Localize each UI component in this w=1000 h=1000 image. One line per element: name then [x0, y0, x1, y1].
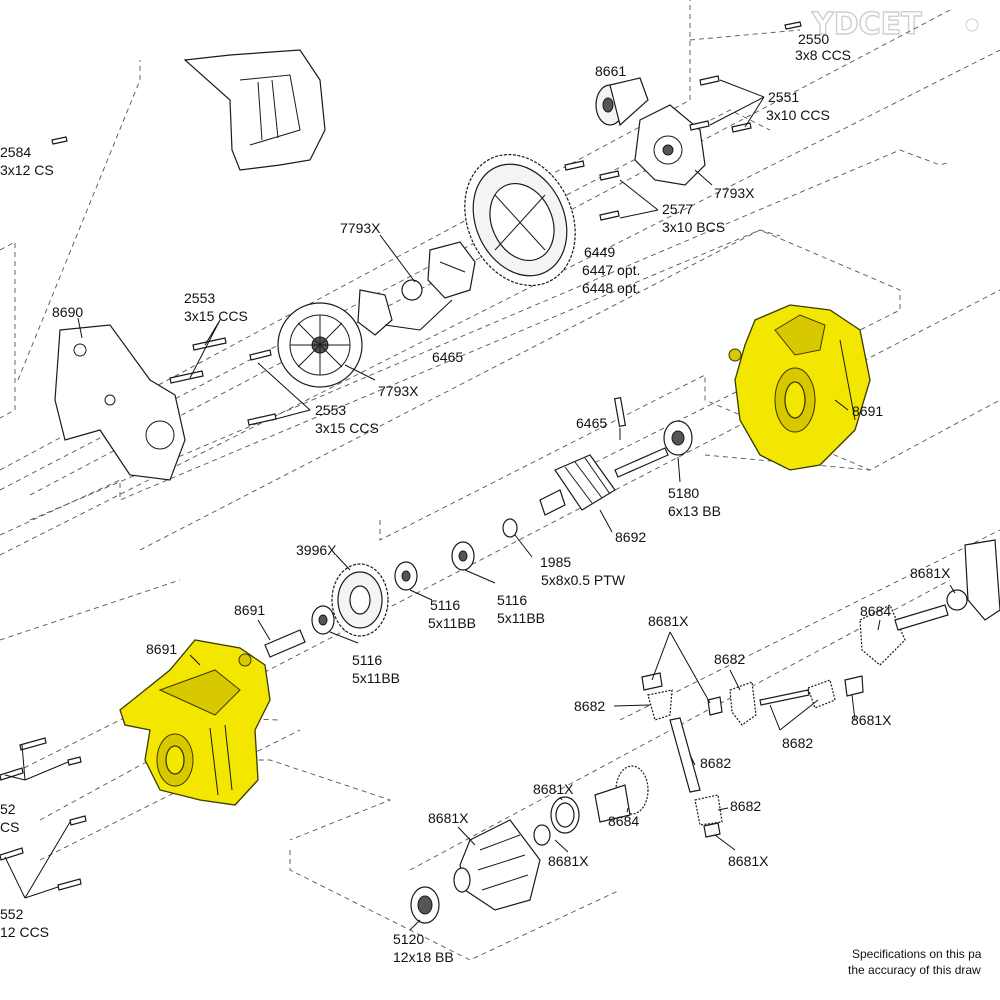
part-6465-spring	[357, 279, 423, 336]
label-5116-a-spec: 5x11BB	[428, 615, 476, 631]
part-8681x-diff-case	[453, 819, 541, 911]
label-8681x-a: 8681X	[910, 565, 951, 581]
label-8681x-e: 8681X	[428, 810, 469, 826]
label-2552-b: 552	[0, 906, 24, 922]
label-8684-right: 8684	[860, 603, 891, 619]
label-7793x-lower: 7793X	[378, 383, 419, 399]
label-7793x-middle: 7793X	[340, 220, 381, 236]
label-2552-a: 52	[0, 801, 16, 817]
watermark-logo: YDCET	[811, 7, 922, 42]
part-8682-spider-gears	[641, 672, 864, 838]
part-labels: 2550 3x8 CCS 8661 2551 3x10 CCS 2584 3x1…	[0, 31, 982, 977]
label-2584: 2584	[0, 144, 31, 160]
label-2550: 2550	[798, 31, 829, 47]
part-8691-housing-right-highlighted	[728, 304, 871, 471]
label-6449: 6449	[584, 244, 615, 260]
part-6449-spur-gear	[464, 153, 576, 287]
label-5120: 5120	[393, 931, 424, 947]
registered-mark-icon	[965, 18, 979, 32]
label-8682-e: 8682	[730, 798, 761, 814]
label-8692: 8692	[615, 529, 646, 545]
label-5180-spec: 6x13 BB	[668, 503, 721, 519]
label-2553-upper-spec: 3x15 CCS	[184, 308, 248, 324]
label-8681x-b: 8681X	[648, 613, 689, 629]
label-8691-left: 8691	[146, 641, 177, 657]
part-1985-washer	[502, 518, 518, 538]
label-3996x: 3996X	[296, 542, 337, 558]
label-6447-opt: 6447 opt.	[582, 262, 640, 278]
part-6465-pads	[427, 241, 476, 299]
label-8682-a: 8682	[714, 651, 745, 667]
part-7793x-hub-top	[634, 104, 706, 186]
label-2552-b-spec: 12 CCS	[0, 924, 49, 940]
part-diff-washers	[533, 796, 580, 846]
label-1985: 1985	[540, 554, 571, 570]
label-5180: 5180	[668, 485, 699, 501]
part-7793x-slipper-plate	[277, 302, 363, 388]
label-2553-upper: 2553	[184, 290, 215, 306]
label-2551: 2551	[768, 89, 799, 105]
label-8681x-f: 8681X	[548, 853, 589, 869]
label-5116-c-spec: 5x11BB	[352, 670, 400, 686]
label-2584-spec: 3x12 CS	[0, 162, 54, 178]
label-8681x-g: 8681X	[728, 853, 769, 869]
part-5180-bearing	[663, 420, 693, 456]
assembly-guide-lines	[0, 0, 1000, 961]
label-2553-lower-spec: 3x15 CCS	[315, 420, 379, 436]
disclaimer-line-1: Specifications on this pa	[852, 947, 982, 961]
part-5116-bearing-c	[311, 605, 335, 635]
label-5116-c: 5116	[352, 652, 382, 668]
part-8692-input-shaft	[539, 447, 669, 516]
label-1985-spec: 5x8x0.5 PTW	[541, 572, 626, 588]
label-8690: 8690	[52, 304, 83, 320]
label-2553-lower: 2553	[315, 402, 346, 418]
part-6465-pin	[613, 396, 627, 428]
label-8661: 8661	[595, 63, 626, 79]
label-2577-spec: 3x10 BCS	[662, 219, 725, 235]
part-8691-idler-shaft	[264, 629, 306, 658]
label-5116-a: 5116	[430, 597, 460, 613]
leader-lines	[4, 79, 956, 931]
label-2552-a-spec: CS	[0, 819, 19, 835]
label-7793x-top: 7793X	[714, 185, 755, 201]
part-3996x-idler-gear	[331, 563, 389, 637]
label-6465-upper: 6465	[432, 349, 463, 365]
label-8691-right: 8691	[852, 403, 883, 419]
label-8682-c: 8682	[782, 735, 813, 751]
label-2551-spec: 3x10 CCS	[766, 107, 830, 123]
label-2577: 2577	[662, 201, 693, 217]
label-2550-spec: 3x8 CCS	[795, 47, 851, 63]
label-8684-left: 8684	[608, 813, 639, 829]
label-8682-b: 8682	[574, 698, 605, 714]
label-5116-b-spec: 5x11BB	[497, 610, 545, 626]
part-5116-bearing-b	[451, 541, 475, 571]
chassis-cover-part	[183, 49, 326, 171]
part-8684-diff-shaft-left	[594, 765, 649, 823]
part-5120-bearing	[410, 886, 440, 924]
part-8691-housing-left-highlighted	[119, 639, 271, 806]
part-8690-motor-plate	[54, 324, 186, 481]
label-5116-b: 5116	[497, 592, 527, 608]
part-8661-cup	[595, 77, 649, 127]
label-8691-shaft: 8691	[234, 602, 265, 618]
label-8681x-d: 8681X	[533, 781, 574, 797]
part-8684-diff-shaft-right	[859, 539, 1000, 666]
label-5120-spec: 12x18 BB	[393, 949, 454, 965]
disclaimer-line-2: the accuracy of this draw	[848, 963, 981, 977]
label-8682-d: 8682	[700, 755, 731, 771]
label-8681x-c: 8681X	[851, 712, 892, 728]
label-6465-pin: 6465	[576, 415, 607, 431]
label-6448-opt: 6448 opt.	[582, 280, 640, 296]
part-5116-bearing-a	[394, 561, 418, 591]
